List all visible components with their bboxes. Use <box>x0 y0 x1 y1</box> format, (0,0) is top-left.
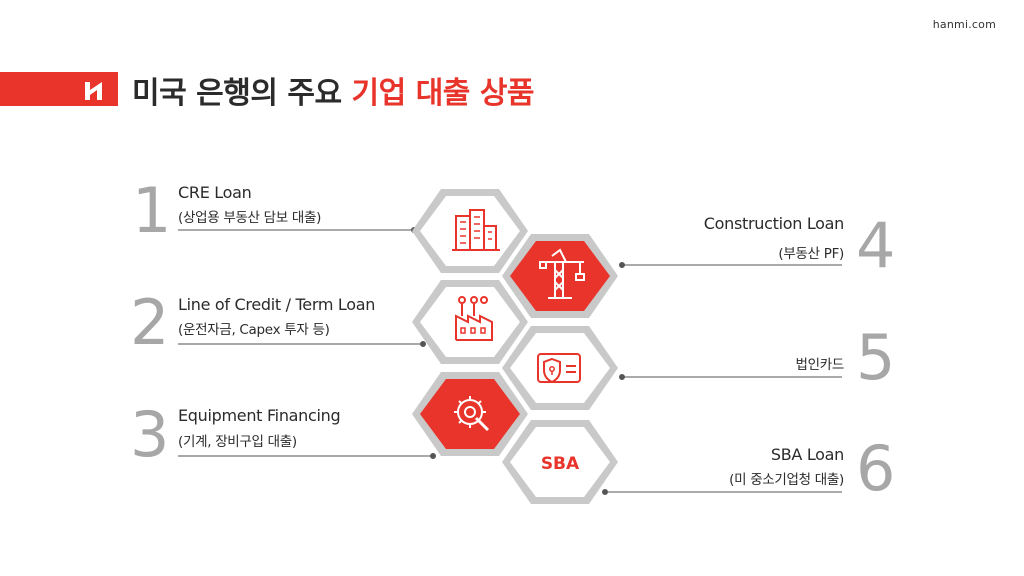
factory-icon <box>455 296 493 341</box>
leader-dot-6 <box>602 489 608 495</box>
item-2-number: 2 <box>130 286 170 359</box>
item-1-title: CRE Loan <box>178 183 252 202</box>
item-1-number: 1 <box>132 174 172 247</box>
item-6-subtitle: (미 중소기업청 대출) <box>729 472 844 488</box>
hanmi-logo-icon <box>85 82 102 100</box>
item-2-subtitle: (운전자금, Capex 투자 등) <box>178 322 330 338</box>
site-url: hanmi.com <box>932 18 996 31</box>
item-4-subtitle: (부동산 PF) <box>778 246 844 262</box>
hex-equipment-financing <box>412 372 528 456</box>
leader-dot-4 <box>619 262 625 268</box>
item-3-title: Equipment Financing <box>178 406 341 425</box>
leader-dot-3 <box>430 453 436 459</box>
hex-sba-loan <box>502 420 618 504</box>
item-4-number: 4 <box>856 209 896 282</box>
page-title-main: 미국 은행의 주요 <box>132 76 342 111</box>
crane-icon <box>539 248 585 299</box>
item-1-subtitle: (상업용 부동산 담보 대출) <box>178 210 322 226</box>
page-title: 미국 은행의 주요 기업 대출 상품 <box>132 68 535 112</box>
secure-card-icon <box>537 353 581 384</box>
item-3-number: 3 <box>130 398 170 471</box>
item-2-title: Line of Credit / Term Loan <box>178 295 376 314</box>
leader-dot-2 <box>420 341 426 347</box>
sba-text-icon: SBA <box>541 454 580 474</box>
hex-line-of-credit <box>412 280 528 364</box>
office-building-icon <box>452 209 500 251</box>
item-5-number: 5 <box>856 321 896 394</box>
page-title-accent: 기업 대출 상품 <box>351 76 535 111</box>
leader-dot-5 <box>619 374 625 380</box>
item-6-title: SBA Loan <box>770 445 844 464</box>
item-4-title: Construction Loan <box>703 214 845 233</box>
item-5-title: 법인카드 <box>795 357 845 373</box>
item-3-subtitle: (기계, 장비구입 대출) <box>178 434 297 450</box>
item-6-number: 6 <box>856 432 896 505</box>
gear-wrench-icon <box>454 396 490 432</box>
